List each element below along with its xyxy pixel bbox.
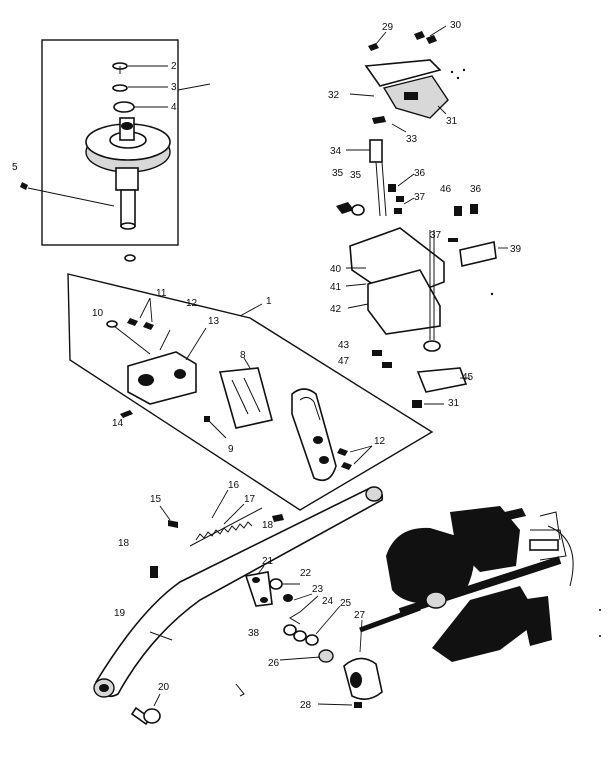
callout-12a: 12 (186, 298, 198, 309)
callout-4: 4 (171, 102, 177, 113)
callout-30: 30 (450, 20, 462, 31)
callout-1: 1 (266, 296, 272, 307)
callout-25: 25 (340, 598, 352, 609)
handwheel-assembly-group: 2 3 4 5 (12, 39, 211, 262)
callout-35b: 35 (350, 170, 362, 181)
callout-10: 10 (92, 308, 104, 319)
callout-47: 47 (338, 356, 350, 367)
callout-20: 20 (158, 682, 170, 693)
callout-35: 35 (332, 168, 344, 179)
callout-16: 16 (228, 480, 240, 491)
callout-19: 19 (114, 608, 126, 619)
lever-assembly-group: 29 30 32 31 33 34 35 35 36 37 46 36 37 3… (328, 20, 522, 409)
callout-22: 22 (300, 568, 312, 579)
callout-37a: 37 (414, 192, 426, 203)
callout-34: 34 (330, 146, 342, 157)
callout-28: 28 (300, 700, 312, 711)
callout-41: 41 (330, 282, 342, 293)
callout-39: 39 (510, 244, 522, 255)
callout-17: 17 (244, 494, 256, 505)
callout-21: 21 (262, 556, 274, 567)
callout-36b: 36 (470, 184, 482, 195)
callout-45: 45 (462, 372, 474, 383)
callout-36: 36 (414, 168, 426, 179)
callout-26: 26 (268, 658, 280, 669)
callout-33: 33 (406, 134, 418, 145)
callout-40: 40 (330, 264, 342, 275)
callout-11: 11 (156, 288, 167, 299)
callout-32: 32 (328, 90, 340, 101)
callout-12b: 12 (374, 436, 386, 447)
callout-37b: 37 (430, 230, 442, 241)
callout-46: 46 (440, 184, 452, 195)
callout-43: 43 (338, 340, 350, 351)
handwheel-inset-box (41, 39, 179, 246)
callout-38: 38 (248, 628, 260, 639)
winder-inset-box (67, 273, 434, 511)
callout-29: 29 (382, 22, 394, 33)
callout-18a: 18 (262, 520, 274, 531)
callout-15: 15 (150, 494, 162, 505)
callout-9: 9 (228, 444, 234, 455)
callout-42: 42 (330, 304, 342, 315)
callout-18b: 18 (118, 538, 130, 549)
callout-31: 31 (446, 116, 458, 127)
callout-8: 8 (240, 350, 246, 361)
callout-31b: 31 (448, 398, 460, 409)
callout-24: 24 (322, 596, 334, 607)
callout-3: 3 (171, 82, 177, 93)
callout-13: 13 (208, 316, 220, 327)
callout-27: 27 (354, 610, 366, 621)
callout-23: 23 (312, 584, 324, 595)
callout-2: 2 (171, 61, 177, 72)
callout-5: 5 (12, 162, 18, 173)
winder-assembly-group: 10 11 12 13 1 14 8 9 12 (67, 273, 434, 511)
machine-mechanism-illustration (359, 506, 574, 662)
linkage-assembly-group: 15 16 17 18 18 19 20 21 22 23 24 25 27 2… (93, 480, 384, 726)
callout-14: 14 (112, 418, 124, 429)
